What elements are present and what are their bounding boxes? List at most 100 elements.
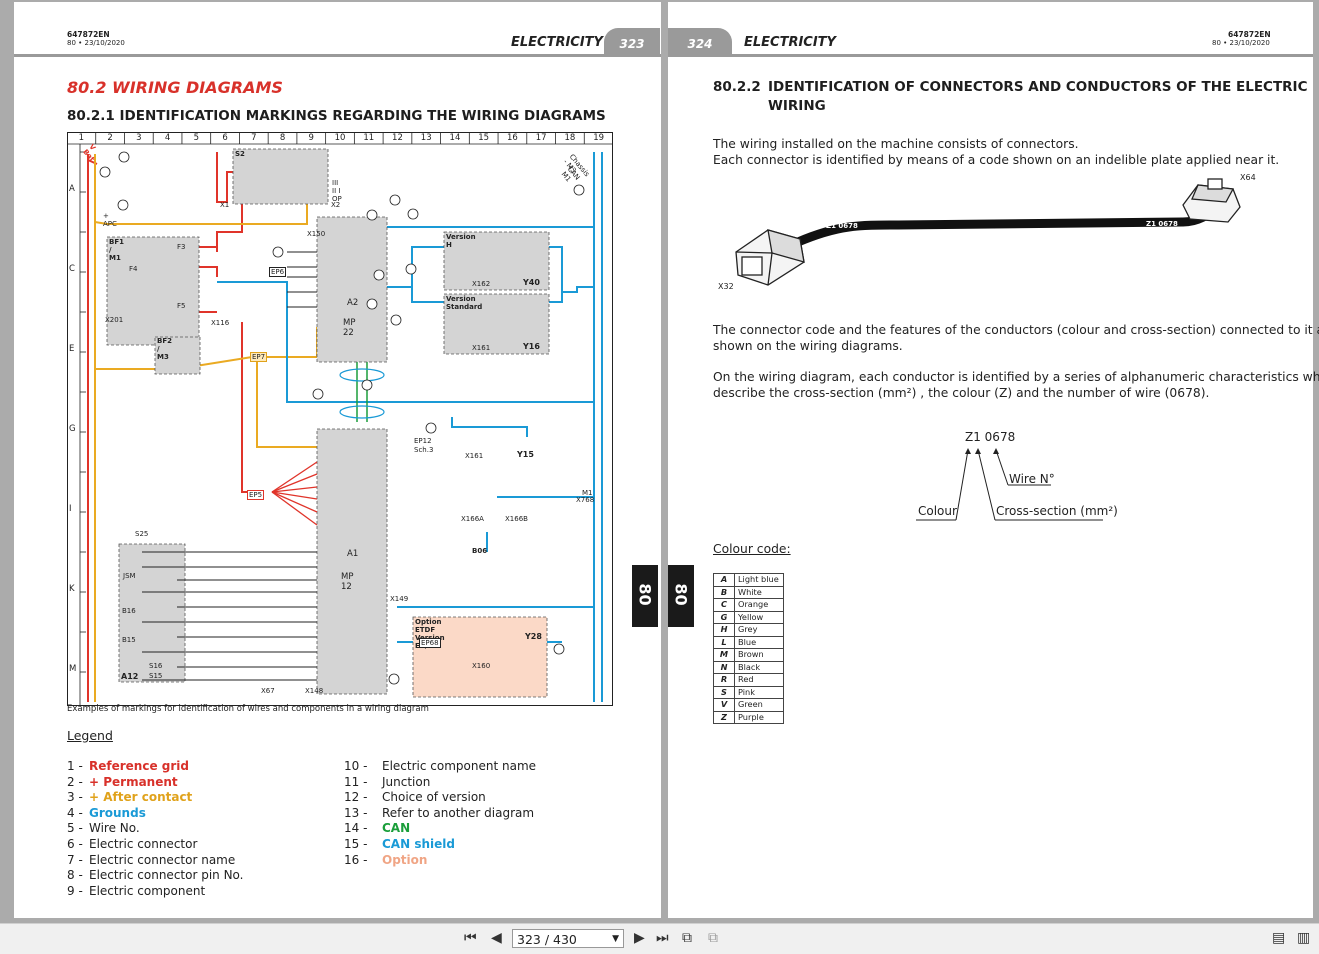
colour-code-value: Brown (734, 648, 784, 662)
s2-label: S2 (235, 150, 245, 158)
legend-text: Junction (382, 774, 431, 789)
connector-illustration: X32 X64 Z1 0678 Z1 0678 (718, 167, 1256, 297)
rotate-page-icon[interactable]: ⧉ (682, 930, 692, 946)
b06-label: B06 (472, 547, 488, 555)
colour-code-value: Orange (734, 598, 784, 612)
colour-code-key: C (713, 598, 735, 612)
doc-code: 647872EN (67, 30, 110, 39)
header-rule (668, 54, 1313, 57)
grid-row-label: C (69, 264, 75, 274)
page-indicator-text: 323 / 430 (517, 932, 577, 947)
para3-line2: describe the cross-section (mm²) , the c… (713, 386, 1210, 400)
version-h-label: Version H (446, 233, 476, 249)
y40-label: Y40 (523, 278, 540, 287)
jsm-label: JSM (123, 572, 136, 580)
doc-date: 80 • 23/10/2020 (67, 39, 125, 47)
legend-number: 11 - (344, 774, 368, 789)
single-page-view-icon[interactable]: ▤ (1272, 930, 1286, 946)
x201-label: X201 (105, 316, 124, 324)
doc-code: 647872EN (1228, 30, 1271, 39)
two-page-view-icon[interactable]: ▥ (1297, 930, 1311, 946)
para2-line2: shown on the wiring diagrams. (713, 339, 903, 353)
colour-code-key: A (713, 573, 735, 587)
cross-section-label: Cross-section (mm²) (996, 504, 1118, 518)
grid-column-label: 17 (535, 133, 547, 143)
section-title: ELECTRICITY (744, 35, 836, 50)
connector-x64-label: X64 (1240, 173, 1256, 182)
heading-number: 80.2.2 (713, 79, 761, 95)
legend-text: + After contact (89, 790, 193, 805)
doc-date: 80 • 23/10/2020 (1212, 39, 1270, 47)
grid-column-label: 11 (363, 133, 375, 143)
heading-line-2: WIRING (768, 98, 826, 114)
page-number-tab: 323 (604, 28, 660, 56)
legend-number: 2 - (67, 774, 83, 789)
x1-label: X1 (220, 201, 230, 209)
colour-code-value: Purple (734, 710, 784, 724)
x160-label: X160 (472, 662, 491, 670)
legend-text: Electric connector pin No. (89, 868, 244, 883)
f5-label: F5 (177, 302, 186, 310)
colour-code-key: H (713, 623, 735, 637)
legend-title: Legend (67, 728, 113, 743)
page-number-tab: 324 (668, 28, 732, 56)
legend-number: 15 - (344, 837, 368, 851)
fit-page-icon[interactable]: ⧉ (708, 930, 718, 946)
legend-number: 8 - (67, 868, 83, 883)
grid-column-label: 1 (78, 133, 85, 143)
colour-code-value: Black (734, 660, 784, 674)
b16-label: B16 (122, 607, 136, 615)
legend-number: 10 - (344, 759, 368, 773)
mp22-label: MP 22 (343, 318, 356, 338)
ep12-label: EP12 (414, 437, 432, 445)
a1-label: A1 (347, 549, 359, 559)
grid-column-label: 2 (107, 133, 113, 143)
colour-code-value: Green (734, 698, 784, 712)
colour-code-key: L (713, 635, 735, 649)
legend-text: Electric connector (89, 837, 198, 851)
legend-number: 7 - (67, 852, 83, 867)
para1-line2: Each connector is identified by means of… (713, 153, 1280, 167)
page-number-field[interactable]: 323 / 430 ▼ (512, 929, 624, 948)
legend-text: Electric component name (382, 759, 537, 773)
grid-row-label: K (69, 584, 75, 594)
y28-label: Y28 (525, 632, 542, 641)
right-page: 324 ELECTRICITY 647872EN 80 • 23/10/2020… (668, 2, 1319, 918)
chevron-down-icon[interactable]: ▼ (612, 934, 619, 944)
s16-label: S16 (149, 662, 163, 670)
previous-page-icon[interactable]: ◀ (491, 930, 502, 946)
x148-label: X148 (305, 687, 324, 695)
heading-line-1: IDENTIFICATION OF CONNECTORS AND CONDUCT… (768, 79, 1308, 95)
wire-number-label: Wire N° (1009, 472, 1055, 486)
colour-code-value: Light blue (734, 573, 784, 587)
ep6-label: EP6 (269, 267, 287, 277)
legend-number: 16 - (344, 852, 368, 867)
legend-item: 10 - Electric component name (344, 759, 536, 773)
legend-item: 16 -Option (344, 853, 427, 867)
legend-item: 7 - Electric connector name (67, 853, 235, 867)
grid-row-label: G (69, 424, 76, 434)
legend-item: 4 -Grounds (67, 806, 146, 820)
colour-code-value: Yellow (734, 610, 784, 624)
colour-code-key: Z (713, 710, 735, 724)
legend-number: 1 - (67, 759, 83, 773)
x149-label: X149 (390, 595, 409, 603)
cable-label-left: Z1 0678 (826, 222, 858, 230)
first-page-icon[interactable]: ⏮ (464, 930, 477, 946)
legend-item: 1 -Reference grid (67, 759, 189, 773)
next-page-icon[interactable]: ▶ (634, 930, 645, 946)
last-page-icon[interactable]: ⏭ (656, 930, 669, 946)
legend-number: 3 - (67, 790, 83, 805)
f4-label: F4 (129, 265, 138, 273)
grid-column-label: 19 (593, 133, 605, 143)
ep7-label: EP7 (250, 352, 268, 362)
a2-label: A2 (347, 298, 359, 308)
iiiop-label: III II I OP (332, 179, 342, 203)
left-page: 647872EN 80 • 23/10/2020 ELECTRICITY 323… (14, 2, 661, 918)
apc-label: + APC (103, 212, 117, 228)
s25-label: S25 (135, 530, 149, 538)
legend-text: Electric connector name (89, 852, 236, 867)
